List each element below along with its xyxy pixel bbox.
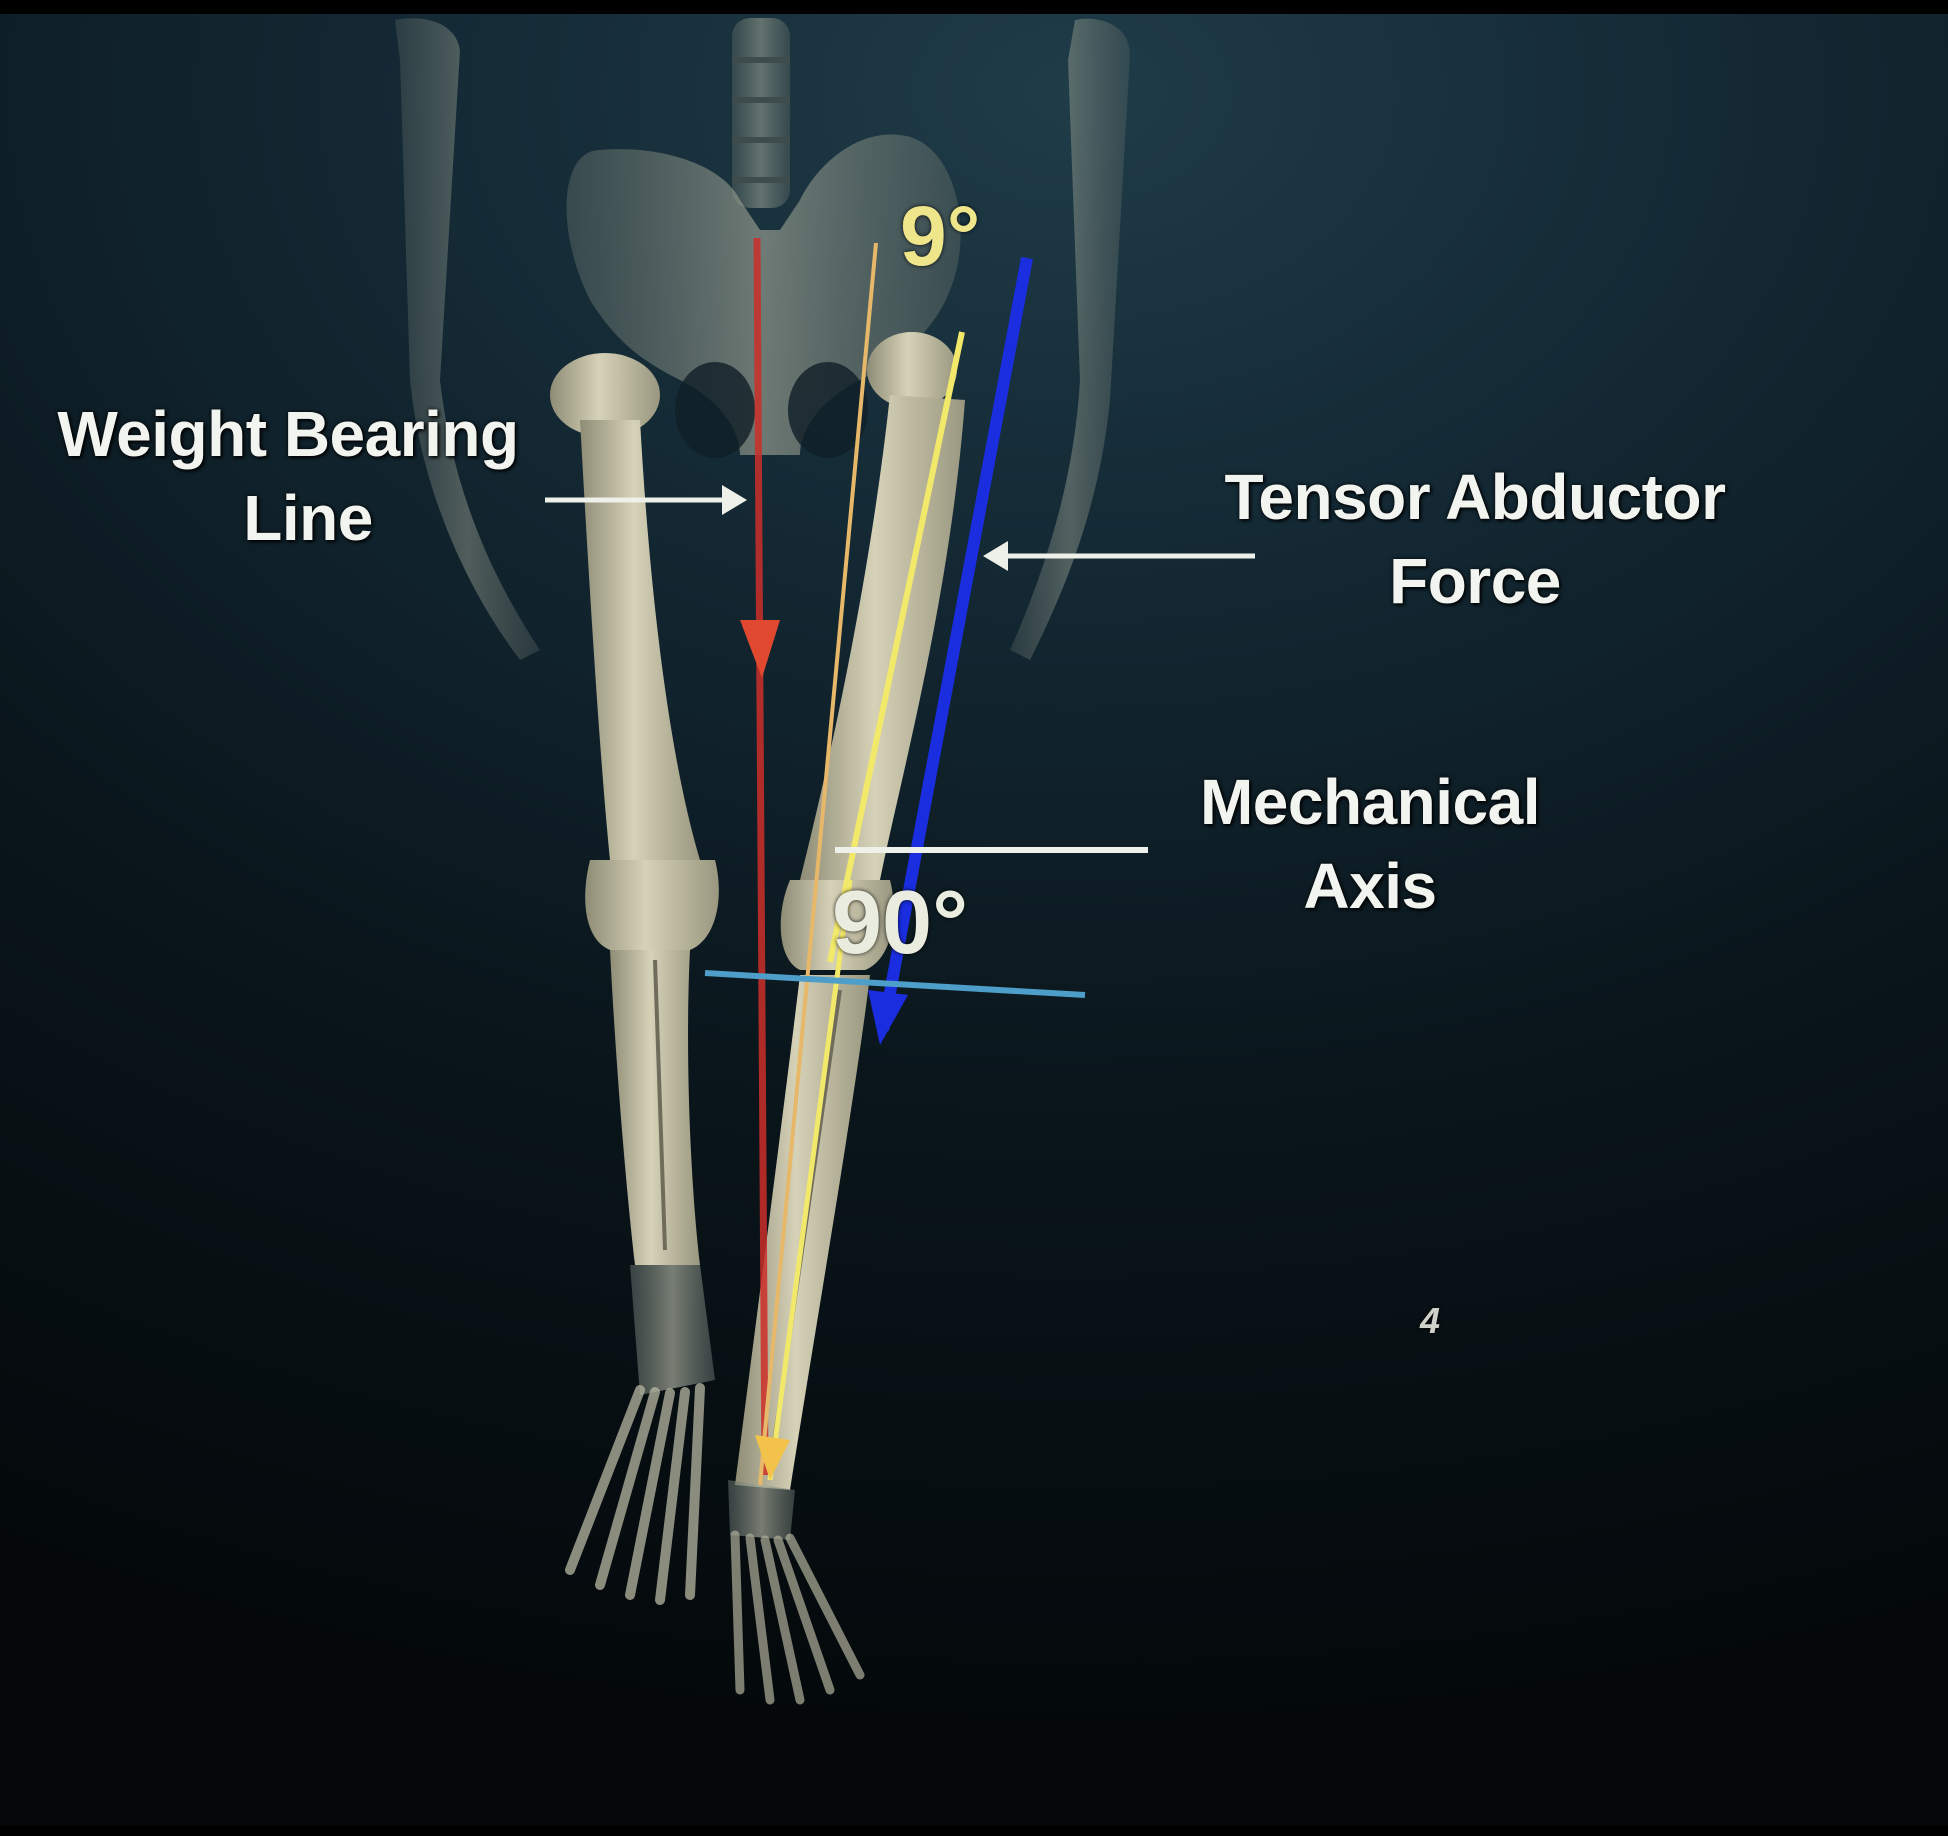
stray-mark: 4 [1420,1300,1440,1342]
mechanical-axis-label-line2: Axis [1160,844,1580,928]
weight-bearing-arrowhead [740,620,780,678]
angle-label-90: 90° [832,872,968,975]
mechanical-axis-label: Mechanical Axis [1160,760,1580,928]
weight-bearing-label: Weight Bearing Line [28,392,548,560]
tensor-abductor-label-line1: Tensor Abductor [1195,455,1755,539]
left-leg [550,353,719,1600]
tensor-abductor-label: Tensor Abductor Force [1195,455,1755,623]
angle-label-9: 9° [900,188,980,285]
tensor-abductor-label-line2: Force [1195,539,1755,623]
weight-bearing-label-line1: Weight Bearing [28,392,548,476]
spine [732,18,790,208]
mechanical-axis-label-line1: Mechanical [1160,760,1580,844]
tensor-abductor-arrowhead [868,990,908,1045]
weight-bearing-label-line2: Line [28,476,548,560]
